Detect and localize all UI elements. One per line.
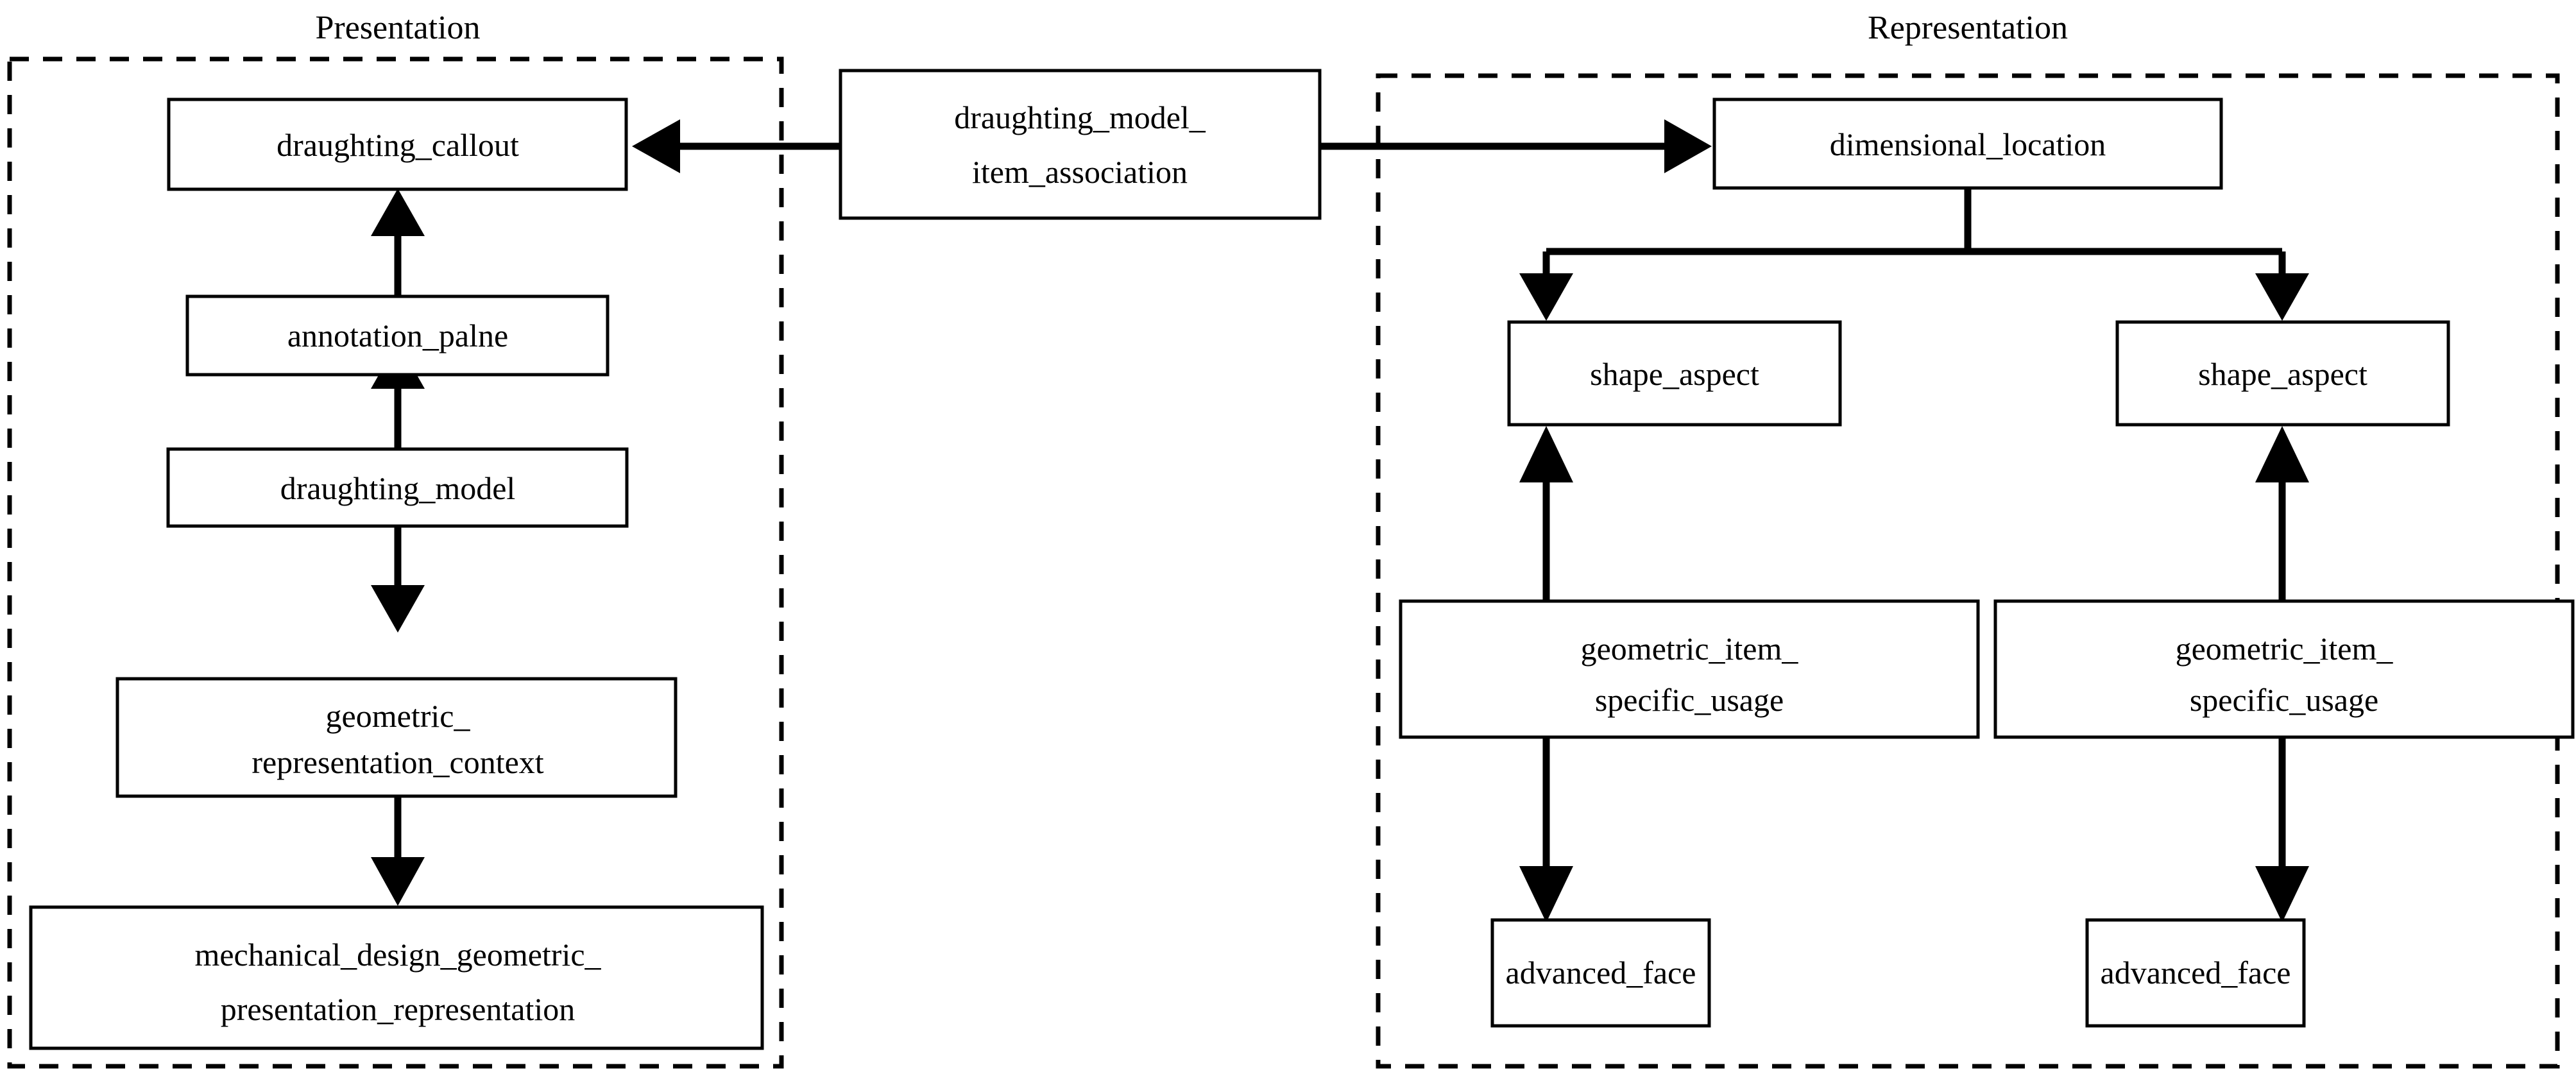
representation-group-title: Representation (1868, 10, 2068, 46)
geometric-item-specific-usage-right-label-line1: geometric_item_ (2176, 631, 2394, 667)
draughting-model-box[interactable] (166, 447, 629, 528)
edge-dimensional-location-branch (1519, 188, 2309, 321)
node-shape-aspect-right[interactable]: shape_aspect (2115, 320, 2450, 427)
node-annotation-palne[interactable]: annotation_palne (185, 294, 610, 377)
geometric-item-specific-usage-left-label-line1: geometric_item_ (1581, 631, 1799, 667)
presentation-group-title: Presentation (315, 10, 480, 46)
node-dimensional-location[interactable]: dimensional_location (1712, 98, 2223, 190)
node-shape-aspect-left[interactable]: shape_aspect (1507, 320, 1842, 427)
draughting-model-label: draughting_model (280, 470, 516, 506)
geometric-item-specific-usage-right-box[interactable] (1993, 599, 2575, 739)
mechanical-design-label-line2: presentation_representation (221, 991, 576, 1027)
node-geometric-item-specific-usage-left[interactable]: geometric_item_ specific_usage (1399, 599, 1980, 739)
node-mechanical-design-geometric-presentation-representation[interactable]: mechanical_design_geometric_ presentatio… (29, 905, 764, 1050)
node-draughting-model-item-association[interactable]: draughting_model_ item_association (839, 69, 1322, 220)
node-geometric-representation-context[interactable]: geometric_ representation_context (115, 677, 678, 798)
geometric-representation-context-label-line1: geometric_ (326, 698, 471, 734)
edge-gisu-right-to-advanced-face-right (2255, 736, 2309, 923)
presentation-group-frame (7, 56, 784, 1069)
representation-group-frame (1376, 73, 2560, 1069)
draughting-model-item-association-label-line2: item_association (972, 154, 1188, 190)
node-geometric-item-specific-usage-right[interactable]: geometric_item_ specific_usage (1993, 599, 2575, 739)
geometric-representation-context-box[interactable] (115, 677, 678, 798)
edge-draughting-model-to-geometric-representation-context (371, 525, 425, 633)
advanced-face-right-box[interactable] (2085, 918, 2306, 1028)
node-draughting-callout[interactable]: draughting_callout (167, 98, 628, 191)
node-draughting-model[interactable]: draughting_model (166, 447, 629, 528)
node-advanced-face-left[interactable]: advanced_face (1490, 918, 1711, 1028)
advanced-face-left-box[interactable] (1490, 918, 1711, 1028)
geometric-item-specific-usage-left-box[interactable] (1399, 599, 1980, 739)
edge-annotation-palne-to-draughting-callout (371, 189, 425, 296)
annotation-palne-box[interactable] (185, 294, 610, 377)
geometric-representation-context-label-line2: representation_context (252, 744, 543, 780)
edge-gisu-left-to-advanced-face-left (1519, 736, 1573, 923)
draughting-callout-label: draughting_callout (277, 127, 519, 163)
shape-aspect-right-label: shape_aspect (2198, 356, 2367, 392)
dimensional-location-label: dimensional_location (1830, 126, 2106, 162)
edge-association-to-dimensional-location (1320, 119, 1712, 173)
shape-aspect-left-label: shape_aspect (1590, 356, 1759, 392)
edge-geometric-representation-context-to-mechanical-design (371, 796, 425, 906)
mechanical-design-box[interactable] (29, 905, 764, 1050)
shape-aspect-left-box[interactable] (1507, 320, 1842, 427)
advanced-face-right-label: advanced_face (2101, 955, 2291, 991)
draughting-model-item-association-box[interactable] (839, 69, 1322, 220)
advanced-face-left-label: advanced_face (1506, 955, 1696, 991)
geometric-item-specific-usage-left-label-line2: specific_usage (1595, 682, 1784, 718)
geometric-item-specific-usage-right-label-line2: specific_usage (2190, 682, 2378, 718)
mechanical-design-label-line1: mechanical_design_geometric_ (194, 937, 601, 973)
dimensional-location-box[interactable] (1712, 98, 2223, 190)
annotation-palne-label: annotation_palne (287, 318, 508, 353)
node-advanced-face-right[interactable]: advanced_face (2085, 918, 2306, 1028)
draughting-callout-box[interactable] (167, 98, 628, 191)
draughting-model-item-association-label-line1: draughting_model_ (954, 99, 1206, 135)
edge-association-to-draughting-callout (632, 119, 840, 173)
shape-aspect-right-box[interactable] (2115, 320, 2450, 427)
